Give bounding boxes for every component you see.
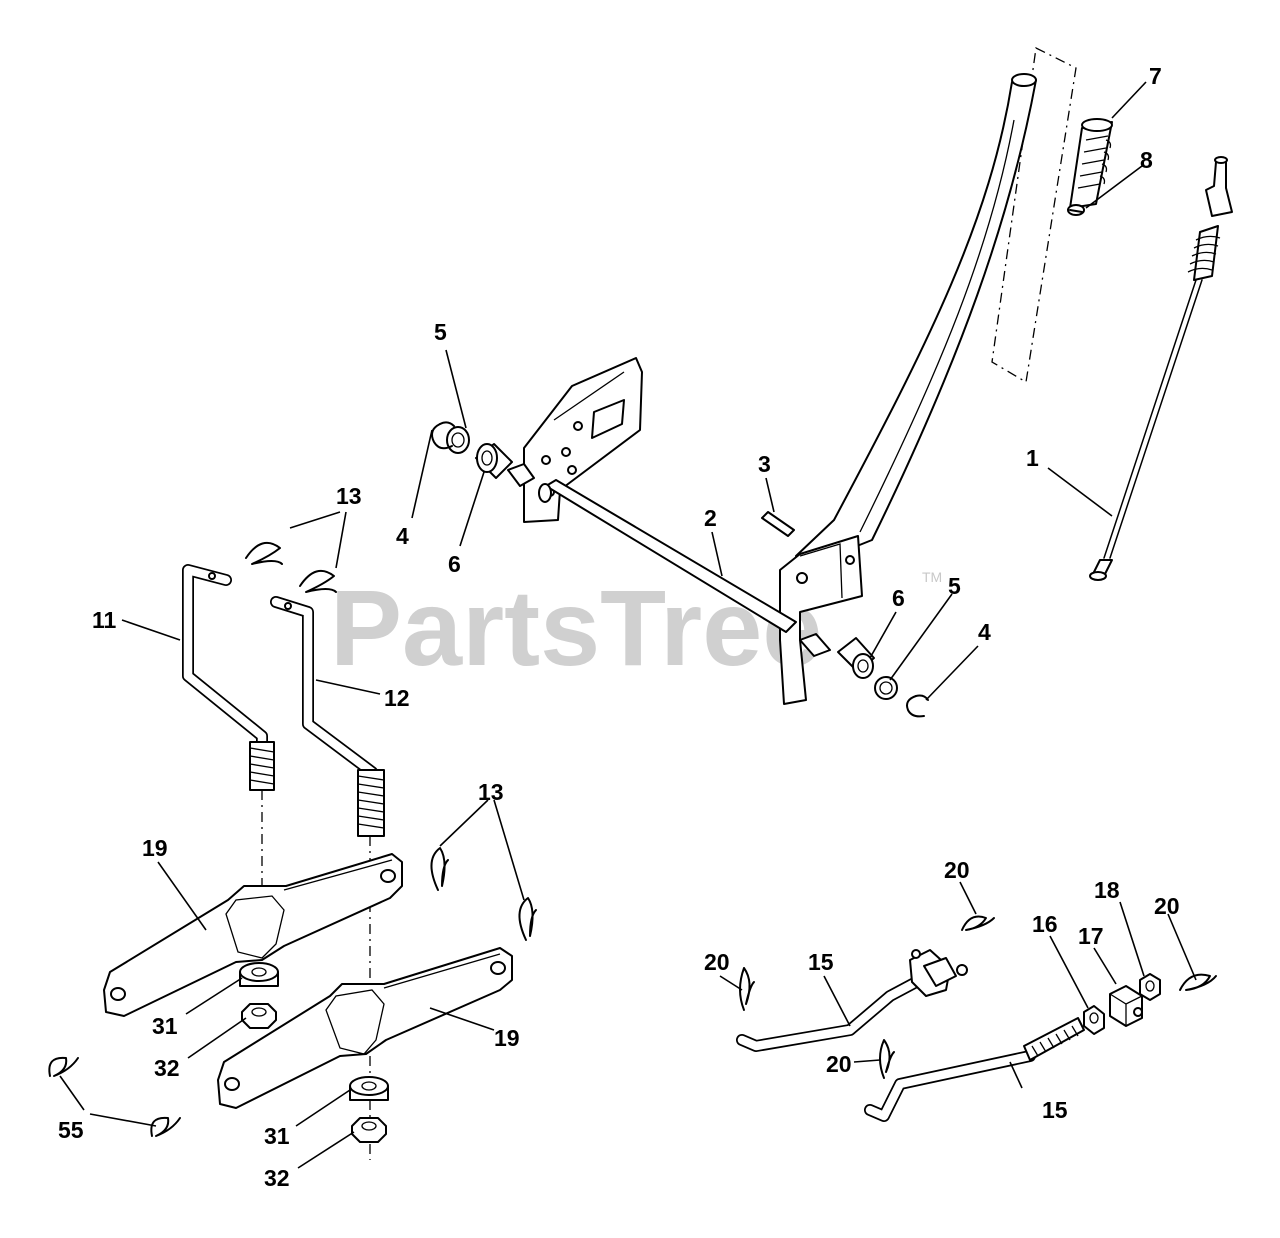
nut-16[interactable] — [1083, 1005, 1105, 1035]
callout-18: 18 — [1094, 877, 1120, 903]
callout-4-left: 4 — [396, 523, 409, 549]
lift-arm-19-lower[interactable] — [217, 947, 513, 1109]
roll-pin[interactable] — [761, 511, 795, 537]
retaining-ring-right[interactable] — [906, 694, 929, 718]
callout-31-upper: 31 — [152, 1013, 178, 1039]
callout-55: 55 — [58, 1117, 84, 1143]
leader-lines — [59, 81, 1197, 1169]
callout-7: 7 — [1149, 63, 1162, 89]
callout-32-lower: 32 — [264, 1165, 290, 1191]
callout-6-right: 6 — [892, 585, 905, 611]
callout-labels: 7 8 1 5 4 6 3 2 13 11 12 6 5 4 13 19 19 … — [58, 63, 1180, 1191]
lift-link-12[interactable] — [270, 596, 385, 837]
callout-15-upper: 15 — [808, 949, 834, 975]
link-15-upper[interactable] — [736, 949, 968, 1052]
lift-handle[interactable] — [779, 73, 1037, 705]
lift-shaft[interactable] — [507, 463, 831, 657]
callout-20-right: 20 — [1154, 893, 1180, 919]
callout-19-upper: 19 — [142, 835, 168, 861]
callout-17: 17 — [1078, 923, 1104, 949]
washer-left[interactable] — [446, 426, 470, 454]
grip-screw[interactable] — [1067, 204, 1085, 216]
handle-extension-outline — [991, 47, 1077, 384]
swivel-block-17[interactable] — [1109, 985, 1143, 1027]
callout-4-right: 4 — [978, 619, 991, 645]
callout-31-lower: 31 — [264, 1123, 290, 1149]
callout-1: 1 — [1026, 445, 1039, 471]
callout-20-left: 20 — [704, 949, 730, 975]
callout-5-right: 5 — [948, 573, 961, 599]
washer-right[interactable] — [874, 676, 898, 700]
retaining-ring-left[interactable] — [431, 421, 455, 450]
callout-15-lower: 15 — [1042, 1097, 1068, 1123]
nut-32-lower[interactable] — [351, 1117, 387, 1143]
callout-5-left: 5 — [434, 319, 447, 345]
callout-11: 11 — [92, 607, 117, 633]
callout-19-lower: 19 — [494, 1025, 520, 1051]
callout-13-mid: 13 — [478, 779, 504, 805]
hairpin-clip-20-a[interactable] — [961, 915, 995, 931]
nut-18[interactable] — [1139, 973, 1161, 1001]
bushing-left[interactable] — [475, 443, 513, 479]
lift-arm-19-upper[interactable] — [103, 853, 403, 1017]
callout-20-bottom: 20 — [826, 1051, 852, 1077]
hairpin-clip-55-a[interactable] — [48, 1056, 79, 1077]
hairpin-clip-13-b[interactable] — [299, 569, 337, 593]
watermark-text: PartsTree — [330, 567, 822, 688]
callout-8: 8 — [1140, 147, 1153, 173]
nut-32-upper[interactable] — [241, 1003, 277, 1029]
bushing-right[interactable] — [837, 637, 875, 679]
callout-16: 16 — [1032, 911, 1058, 937]
hairpin-clip-13-a[interactable] — [245, 541, 283, 565]
spacer-31-upper[interactable] — [239, 962, 279, 987]
hairpin-clip-13-c[interactable] — [430, 847, 449, 891]
callout-3: 3 — [758, 451, 771, 477]
lift-rod[interactable] — [1089, 156, 1233, 581]
callout-20-top: 20 — [944, 857, 970, 883]
callout-12: 12 — [384, 685, 410, 711]
spacer-31-lower[interactable] — [349, 1076, 389, 1101]
handle-grip[interactable] — [1069, 118, 1113, 209]
callout-32-upper: 32 — [154, 1055, 180, 1081]
watermark-trademark: TM — [922, 569, 942, 585]
callout-2: 2 — [704, 505, 717, 531]
lift-link-11[interactable] — [182, 564, 275, 791]
callout-13-top: 13 — [336, 483, 362, 509]
hairpin-clip-55-b[interactable] — [150, 1116, 181, 1137]
callout-6-left: 6 — [448, 551, 461, 577]
hairpin-clip-20-d[interactable] — [1179, 973, 1217, 991]
hairpin-clip-20-c[interactable] — [879, 1039, 895, 1079]
hairpin-clip-20-b[interactable] — [739, 967, 755, 1011]
hairpin-clip-13-d[interactable] — [518, 897, 537, 941]
link-15-lower[interactable] — [864, 1017, 1085, 1122]
